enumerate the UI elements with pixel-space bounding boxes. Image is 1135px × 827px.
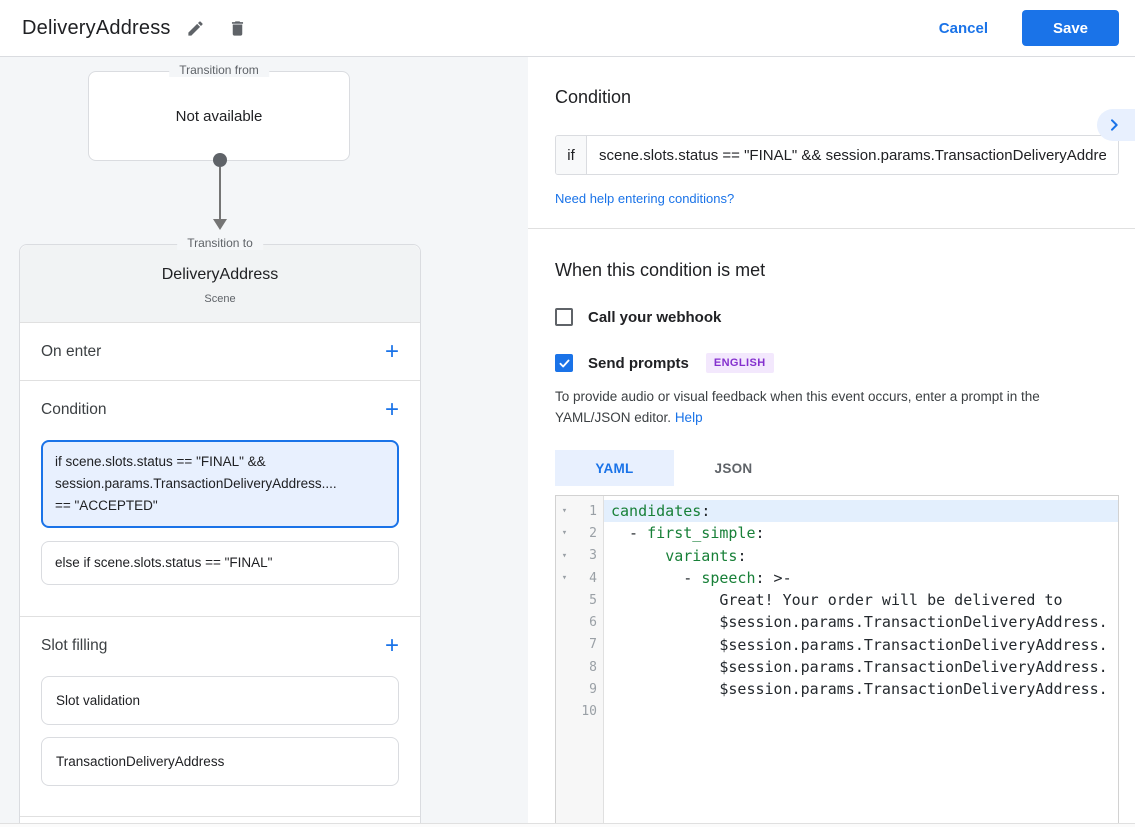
condition-heading: Condition (555, 87, 632, 107)
tab-yaml[interactable]: YAML (555, 450, 674, 486)
top-bar: DeliveryAddress Cancel Save (0, 0, 1135, 57)
prompt-helper-text: To provide audio or visual feedback when… (555, 389, 1040, 425)
condition-expression-input[interactable] (587, 136, 1118, 174)
code-line: $session.params.TransactionDeliveryAddre… (611, 613, 1108, 632)
flow-panel: Transition from Not available Transition… (0, 57, 528, 827)
fold-chevron-down-icon[interactable]: ▾ (561, 573, 568, 584)
bottom-edge (0, 823, 1135, 827)
plus-icon[interactable]: + (384, 337, 399, 365)
condition-card[interactable]: if scene.slots.status == "FINAL" &&sessi… (41, 440, 399, 528)
condition-met-section: When this condition is met Call your web… (528, 260, 1135, 827)
plus-icon[interactable]: + (384, 631, 399, 659)
section-on-enter: On enter + (20, 323, 420, 381)
transition-from-value: Not available (175, 107, 263, 125)
code-line: candidates: (604, 500, 1118, 523)
code-line: $session.params.TransactionDeliveryAddre… (611, 635, 1108, 654)
fold-chevron-down-icon[interactable]: ▾ (561, 506, 568, 517)
format-tabs: YAML JSON (555, 450, 1119, 486)
condition-card[interactable]: else if scene.slots.status == "FINAL" (41, 541, 399, 585)
line-number: 4 (589, 570, 597, 586)
scene-card-header: DeliveryAddress Scene (20, 245, 420, 323)
main-area: Transition from Not available Transition… (0, 57, 1135, 827)
transition-to-label: Transition to (177, 236, 263, 250)
slot-filling-label: Slot filling (41, 636, 108, 654)
language-badge: ENGLISH (705, 353, 774, 373)
flow-arrow (212, 153, 227, 230)
code-line: - first_simple: (611, 524, 765, 543)
chevron-right-icon (1111, 119, 1118, 131)
code-line (604, 701, 1118, 723)
arrow-line (218, 167, 221, 219)
arrow-dot (212, 153, 227, 167)
edit-title-button[interactable] (179, 11, 213, 45)
line-number: 9 (589, 682, 597, 698)
line-number: 7 (589, 637, 597, 653)
transition-to-card: Transition to DeliveryAddress Scene On e… (19, 236, 421, 827)
call-webhook-checkbox[interactable] (555, 308, 573, 326)
pencil-icon (188, 20, 203, 36)
section-condition: Condition + if scene.slots.status == "FI… (20, 381, 420, 617)
webhook-row: Call your webhook (555, 308, 1119, 326)
line-number: 1 (589, 503, 597, 519)
on-enter-label: On enter (41, 342, 102, 360)
send-prompts-row: Send prompts ENGLISH (555, 353, 1119, 373)
condition-help-link[interactable]: Need help entering conditions? (555, 191, 735, 206)
trash-icon (232, 20, 244, 36)
condition-met-heading: When this condition is met (555, 260, 766, 280)
line-number: 8 (589, 659, 597, 675)
plus-icon[interactable]: + (384, 395, 399, 423)
condition-cards-list: if scene.slots.status == "FINAL" &&sessi… (20, 438, 420, 616)
send-prompts-checkbox[interactable] (555, 354, 573, 372)
call-webhook-label: Call your webhook (588, 308, 722, 326)
condition-section-label: Condition (41, 400, 107, 418)
send-prompts-label: Send prompts (588, 354, 689, 372)
editor-gutter: ▾ 1 ▾ 2 ▾ 3 ▾ 4 5 6 7 8 9 10 (556, 496, 604, 827)
line-number: 10 (581, 704, 597, 720)
fold-chevron-down-icon[interactable]: ▾ (561, 528, 568, 539)
transition-from-box: Transition from Not available (88, 63, 350, 161)
transition-from-label: Transition from (169, 63, 269, 77)
checkmark-icon (559, 359, 569, 367)
line-number: 5 (589, 592, 597, 608)
line-number: 2 (589, 525, 597, 541)
save-button[interactable]: Save (1022, 10, 1119, 46)
condition-editor-section: Condition if Need help entering conditio… (528, 87, 1135, 229)
delete-scene-button[interactable] (221, 11, 255, 45)
scene-title: DeliveryAddress (161, 266, 279, 283)
code-editor: ▾ 1 ▾ 2 ▾ 3 ▾ 4 5 6 7 8 9 10 candidates: - first_simp… (555, 495, 1119, 827)
line-number: 3 (589, 548, 597, 564)
arrow-head-icon (212, 219, 227, 230)
code-line: $session.params.TransactionDeliveryAddre… (611, 658, 1108, 677)
slot-card[interactable]: Slot validation (41, 676, 399, 725)
tab-json[interactable]: JSON (714, 460, 753, 476)
fold-chevron-down-icon[interactable]: ▾ (561, 550, 568, 561)
page-title: DeliveryAddress (22, 16, 171, 39)
line-number: 6 (589, 615, 597, 631)
detail-panel: Condition if Need help entering conditio… (528, 57, 1135, 827)
cancel-button[interactable]: Cancel (923, 12, 1004, 45)
help-link[interactable]: Help (674, 410, 703, 425)
if-prefix: if (556, 136, 587, 174)
editor-code-area[interactable]: candidates: - first_simple: variants: - … (604, 496, 1118, 827)
condition-input-group: if (555, 135, 1119, 175)
collapse-panel-button[interactable] (1097, 109, 1135, 141)
scene-subtitle: Scene (204, 293, 236, 305)
code-line: variants: (665, 546, 747, 565)
code-line: - speech: >- (611, 568, 792, 587)
code-line: Great! Your order will be delivered to (611, 591, 1063, 610)
slot-card[interactable]: TransactionDeliveryAddress (41, 737, 399, 786)
code-line: $session.params.TransactionDeliveryAddre… (611, 680, 1108, 699)
